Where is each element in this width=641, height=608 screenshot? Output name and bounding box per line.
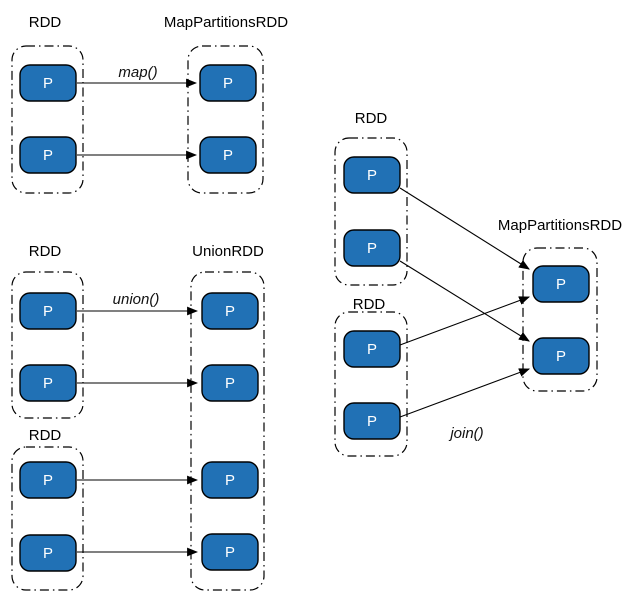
map-target-box xyxy=(187,45,264,194)
map-source-partition-1-label: P xyxy=(43,75,53,92)
join-target-partition-1-label: P xyxy=(556,276,566,293)
join-source1-partition-2-label: P xyxy=(367,240,377,257)
union-target-partition-3-label: P xyxy=(225,472,235,489)
join-source2-partition-2 xyxy=(343,402,401,440)
map-source-partition-1 xyxy=(19,64,77,102)
join-target-partition-1 xyxy=(532,265,590,303)
map-target-label: MapPartitionsRDD xyxy=(164,14,288,31)
join-target-label: MapPartitionsRDD xyxy=(498,217,622,234)
union-target-partition-2-label: P xyxy=(225,375,235,392)
map-target-partition-1-label: P xyxy=(223,75,233,92)
union-target-partition-3 xyxy=(201,461,259,499)
union-operation-label: union() xyxy=(113,291,160,308)
join-arrow-source1p1-targetp1 xyxy=(399,187,530,270)
map-section: RDD MapPartitionsRDD P P P P map() xyxy=(11,14,288,194)
union-target-partition-1-label: P xyxy=(225,303,235,320)
union-source1-partition-1 xyxy=(19,292,77,330)
join-section: RDD RDD MapPartitionsRDD P P P P P P joi… xyxy=(334,110,622,457)
map-source-partition-2-label: P xyxy=(43,147,53,164)
join-source2-partition-2-label: P xyxy=(367,413,377,430)
union-target-partition-4 xyxy=(201,533,259,571)
map-source-rdd-box xyxy=(11,45,84,194)
map-operation-label: map() xyxy=(118,64,157,81)
join-target-box xyxy=(522,247,598,392)
join-source1-rdd-box xyxy=(334,137,408,286)
join-arrow-source1p2-targetp2 xyxy=(399,260,530,342)
map-target-partition-1 xyxy=(199,64,257,102)
union-source1-rdd-label: RDD xyxy=(29,243,62,260)
join-target-partition-2-label: P xyxy=(556,348,566,365)
join-source2-partition-1 xyxy=(343,330,401,368)
join-arrow-source2p1-targetp1 xyxy=(399,296,531,346)
union-source2-rdd-label: RDD xyxy=(29,427,62,444)
join-source1-partition-1-label: P xyxy=(367,167,377,184)
map-target-partition-2-label: P xyxy=(223,147,233,164)
join-source2-partition-1-label: P xyxy=(367,341,377,358)
union-target-partition-1 xyxy=(201,292,259,330)
union-source2-partition-1-label: P xyxy=(43,472,53,489)
join-source1-partition-1 xyxy=(343,156,401,194)
union-source2-partition-2 xyxy=(19,534,77,572)
join-source1-partition-2 xyxy=(343,229,401,267)
union-source1-rdd-box xyxy=(11,271,84,419)
join-source1-rdd-label: RDD xyxy=(355,110,388,127)
union-section: RDD UnionRDD RDD P P P P P P P P union() xyxy=(11,243,265,591)
union-source1-partition-2 xyxy=(19,364,77,402)
union-target-partition-4-label: P xyxy=(225,544,235,561)
join-source2-rdd-label: RDD xyxy=(353,296,386,313)
union-target-label: UnionRDD xyxy=(192,243,264,260)
union-source2-partition-1 xyxy=(19,461,77,499)
union-target-partition-2 xyxy=(201,364,259,402)
union-source1-partition-1-label: P xyxy=(43,303,53,320)
join-arrow-source2p2-targetp2 xyxy=(399,368,531,418)
union-source2-rdd-box xyxy=(11,446,84,591)
map-source-partition-2 xyxy=(19,136,77,174)
union-target-box xyxy=(190,271,265,591)
join-operation-label: join() xyxy=(448,425,483,442)
join-target-partition-2 xyxy=(532,337,590,375)
map-source-rdd-label: RDD xyxy=(29,14,62,31)
map-target-partition-2 xyxy=(199,136,257,174)
union-source1-partition-2-label: P xyxy=(43,375,53,392)
union-source2-partition-2-label: P xyxy=(43,545,53,562)
join-source2-rdd-box xyxy=(334,311,408,457)
